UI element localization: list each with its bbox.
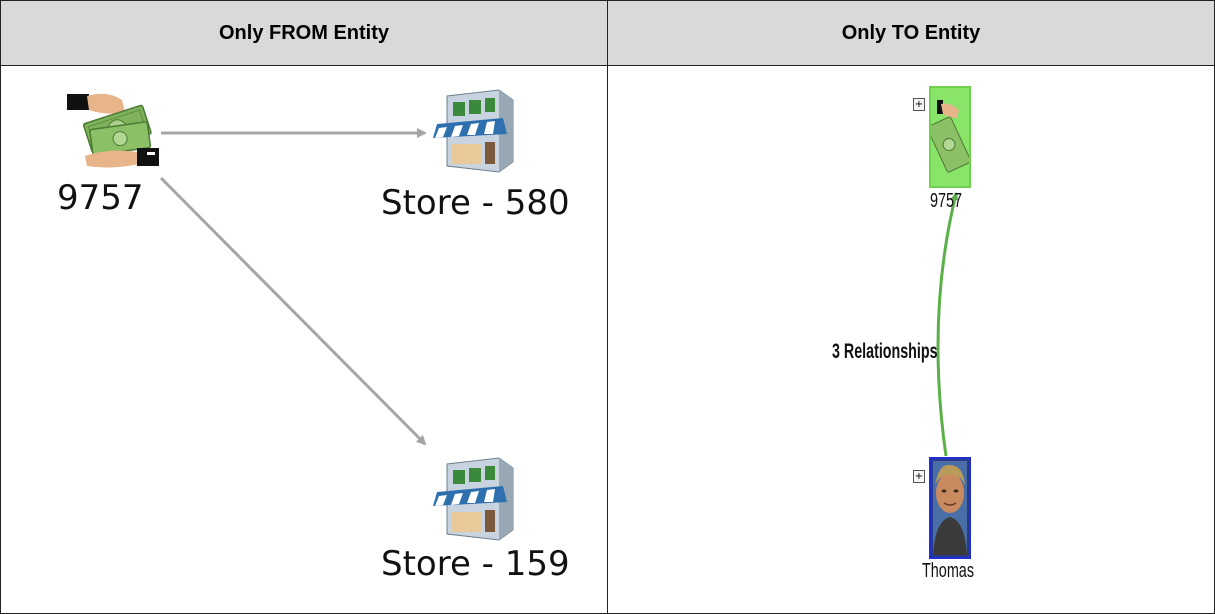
expand-button-9757[interactable]: +: [913, 98, 925, 111]
store-icon[interactable]: [429, 456, 517, 542]
to-graph-edges: [936, 192, 959, 457]
expand-button-thomas[interactable]: +: [913, 470, 925, 483]
from-graph-edges: [159, 128, 427, 446]
money-exchange-icon[interactable]: [926, 86, 972, 188]
store-icon[interactable]: [429, 88, 517, 174]
column-divider: [607, 1, 608, 613]
node-label-store-580: Store - 580: [381, 183, 570, 223]
header-only-from-entity: Only FROM Entity: [1, 1, 608, 66]
edge-label-relationships[interactable]: 3 Relationships: [832, 340, 938, 363]
to-entity-graph: + 9757 3 Relationships +: [608, 66, 1214, 613]
header-only-to-entity: Only TO Entity: [608, 1, 1214, 66]
money-exchange-icon[interactable]: [67, 86, 159, 174]
person-photo-icon[interactable]: [929, 457, 971, 559]
node-label-store-159: Store - 159: [381, 544, 570, 584]
edge-9757-to-store-159[interactable]: [159, 176, 427, 446]
from-entity-graph: 9757 Store - 580: [1, 66, 607, 613]
node-label-9757: 9757: [930, 190, 963, 212]
node-label-9757: 9757: [57, 178, 144, 218]
node-label-thomas: Thomas: [922, 560, 975, 582]
edge-thomas-to-9757[interactable]: [936, 192, 959, 457]
